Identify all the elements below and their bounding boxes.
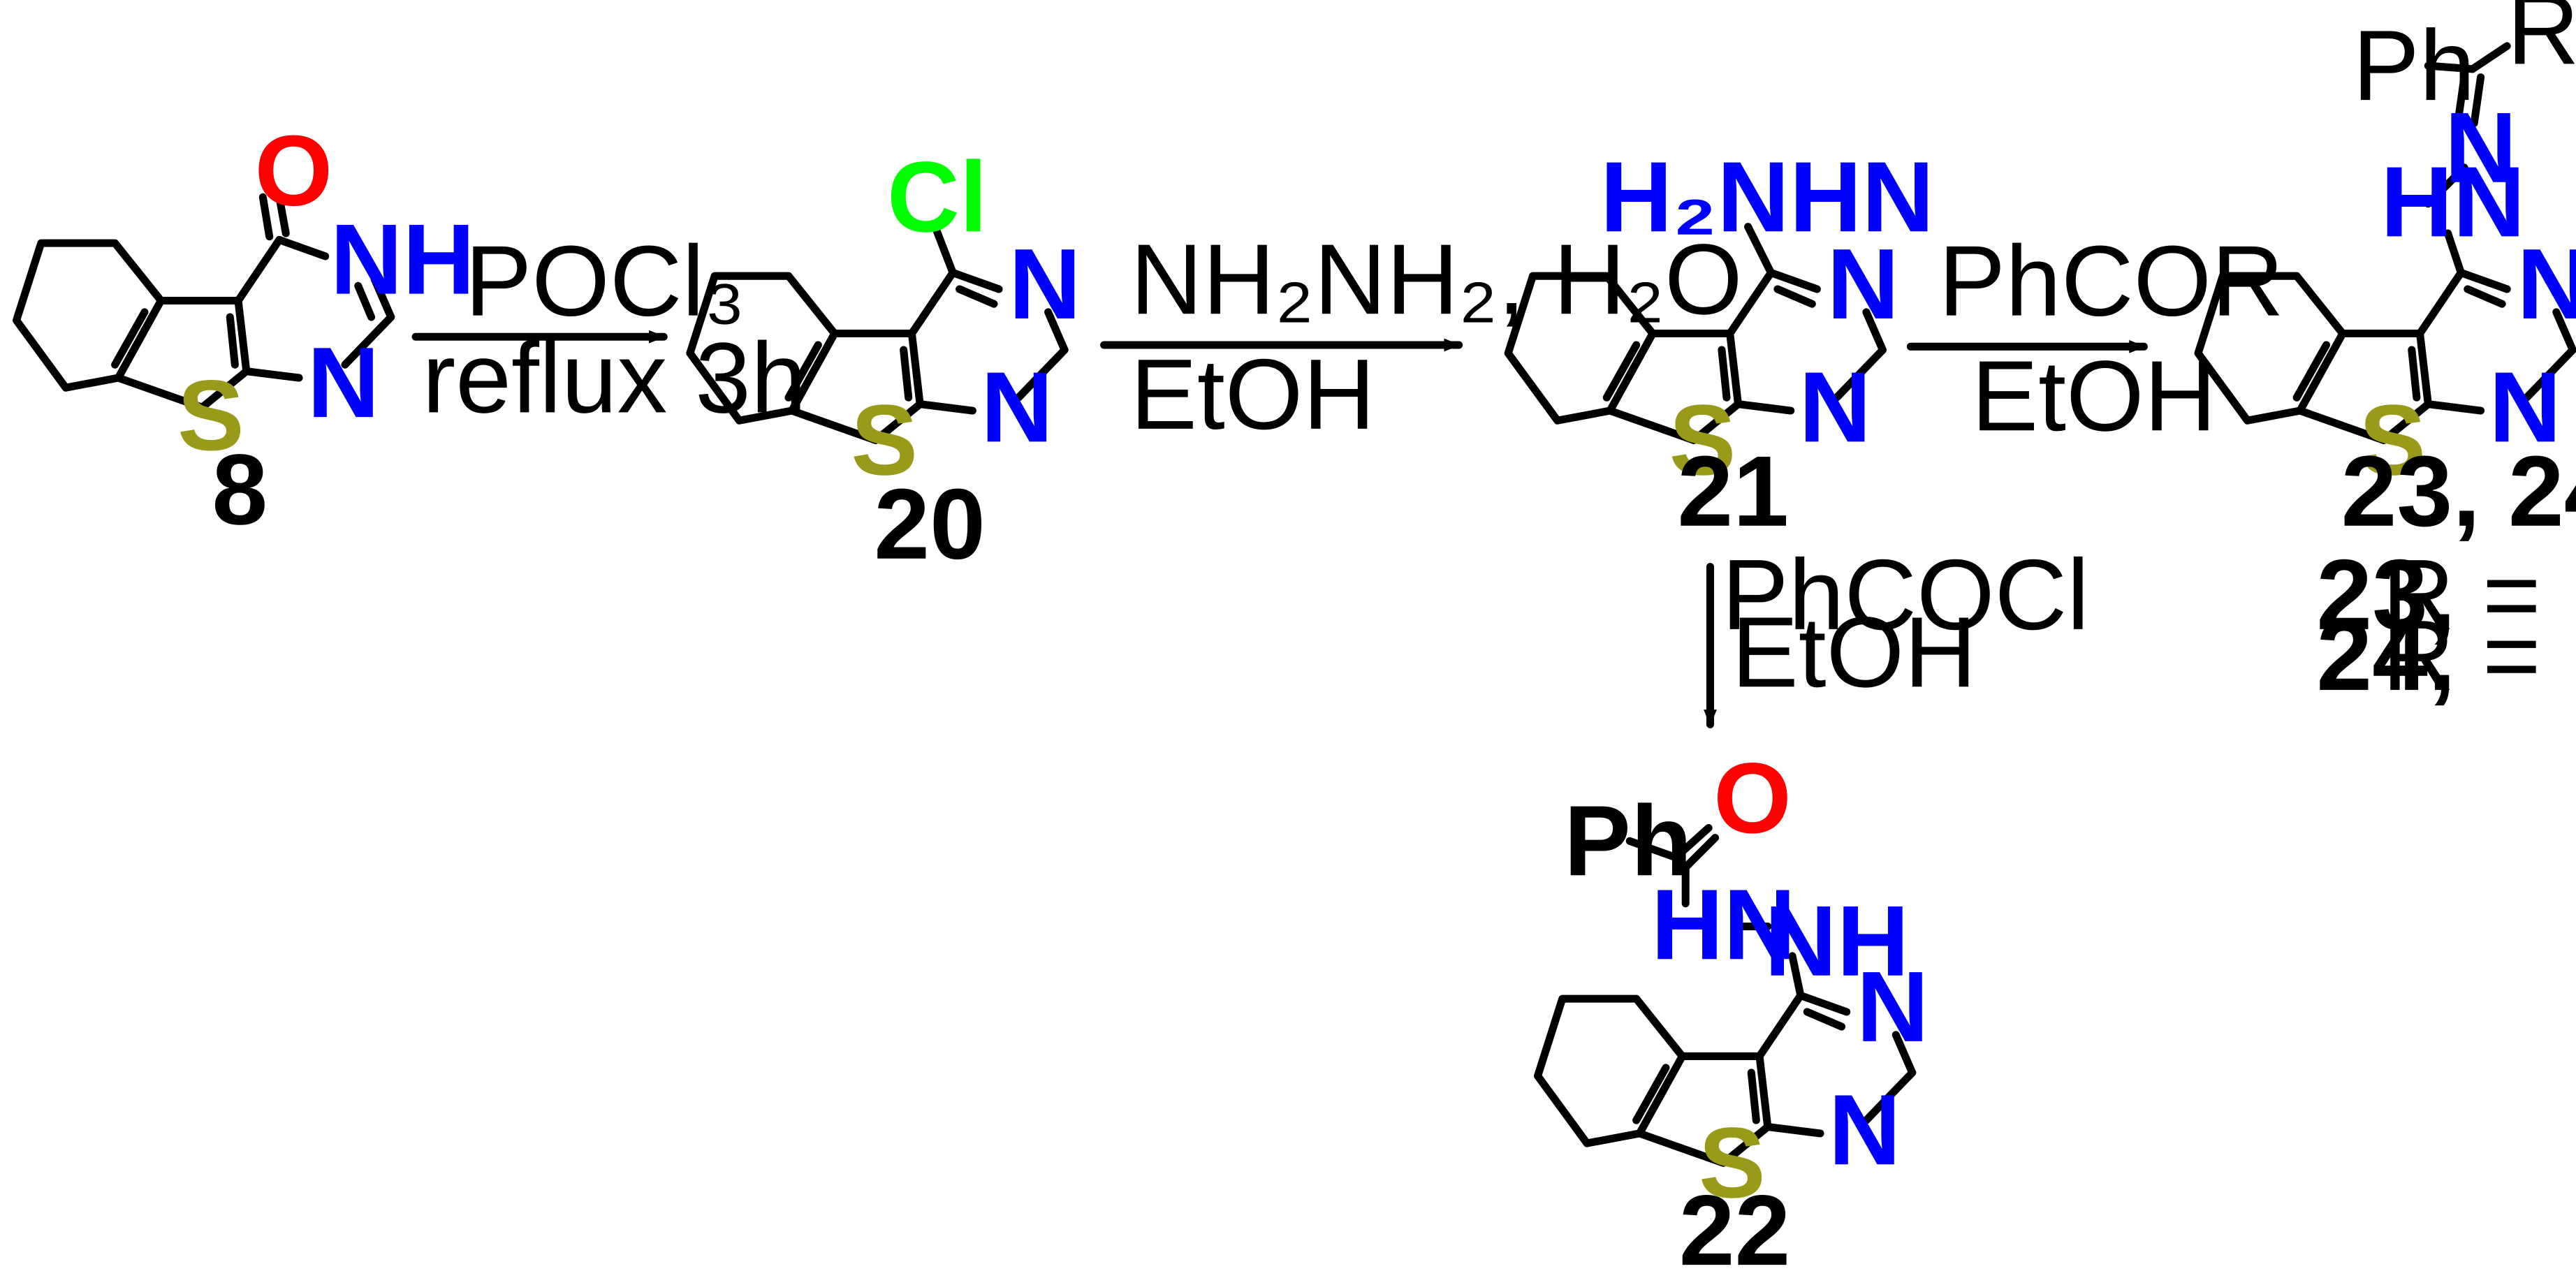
reagent-etoh-3: EtOH (1971, 340, 2216, 452)
r-group-notes: 23, R = H 24, R = Me (2316, 539, 2576, 712)
arrow-step-3: PhCOR EtOH (1906, 226, 2284, 452)
molecule-21-bonds (1504, 223, 1887, 444)
oxygen-atom: O (1713, 742, 1792, 854)
chlorine-atom: Cl (887, 141, 987, 253)
nitrogen-atom: N (1829, 1074, 1901, 1186)
molecule-20: Cl N N S 20 (686, 141, 1081, 580)
hn-atom: HN (1651, 869, 1796, 980)
nitrogen-atom: N (1827, 228, 1899, 340)
phenyl-group: Ph (1564, 785, 1692, 897)
phenyl-group: Ph (2352, 10, 2475, 122)
arrow-step-1: POCl₃ reflux 3h (411, 226, 807, 434)
r-group: R (2507, 0, 2576, 85)
hn-atom: HN (2380, 146, 2525, 258)
compound-label-20: 20 (874, 469, 986, 580)
reagent-phcor: PhCOR (1938, 226, 2283, 337)
nitrogen-atom: N (2489, 351, 2561, 463)
molecule-22: Ph O HN NH N N S 22 (1533, 742, 1929, 1278)
reagent-etoh-4: EtOH (1732, 596, 1977, 708)
note-23-text: R = H (2382, 539, 2576, 651)
imine-nitrogen: N (2445, 92, 2517, 204)
reagent-phcocl: PhCOCl (1722, 539, 2089, 651)
nitrogen-atom: N (307, 327, 380, 439)
compound-label-23-24: 23, 24 (2341, 436, 2576, 548)
compound-label-8: 8 (212, 434, 268, 545)
molecule-23-24-bonds (2194, 42, 2576, 444)
sulfur-atom: S (177, 360, 244, 471)
molecule-8: O NH N S 8 (12, 115, 475, 545)
arrow-step-4: PhCOCl EtOH (1704, 539, 2089, 728)
sulfur-atom: S (1699, 1107, 1766, 1219)
note-24-number: 24, (2316, 600, 2455, 712)
hydrazinyl-group: H₂NHN (1600, 141, 1934, 253)
nitrogen-atom: N (1857, 951, 1929, 1063)
note-23-number: 23, (2316, 539, 2455, 651)
molecule-21: H₂NHN N N S 21 (1504, 141, 1934, 548)
reagent-reflux: reflux 3h (422, 322, 806, 434)
note-24-text: R = Me (2382, 600, 2576, 712)
nh-atom: NH (330, 204, 475, 316)
sulfur-atom: S (2359, 384, 2427, 496)
compound-label-22: 22 (1679, 1175, 1791, 1278)
reagent-etoh-2: EtOH (1130, 339, 1375, 450)
nitrogen-atom: N (1799, 351, 1871, 463)
compound-label-21: 21 (1677, 436, 1789, 548)
molecule-8-bonds (12, 193, 395, 411)
molecule-23-24: Ph R N HN N N S 23, 24 (2194, 0, 2576, 548)
oxygen-atom: O (255, 115, 333, 227)
sulfur-atom: S (1669, 384, 1736, 496)
nitrogen-atom: N (1009, 228, 1081, 340)
sulfur-atom: S (851, 384, 918, 496)
nh-atom: NH (1764, 886, 1909, 997)
nitrogen-atom: N (981, 351, 1053, 463)
molecule-20-bonds (686, 226, 1069, 444)
molecule-22-bonds (1533, 823, 1917, 1167)
nitrogen-atom: N (2517, 228, 2576, 340)
